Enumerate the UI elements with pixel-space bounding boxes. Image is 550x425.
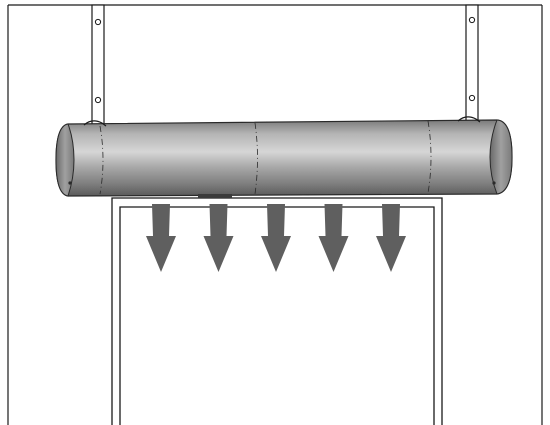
bracket-hole-bottom	[468, 94, 476, 102]
mounting-bracket-left	[91, 4, 105, 127]
unit-left-cap	[55, 123, 75, 197]
airflow-arrow-icon	[376, 204, 406, 272]
bracket-hole-top	[468, 16, 476, 24]
air-curtain-unit-icon	[55, 116, 513, 198]
airflow-arrow-icon	[146, 204, 176, 272]
unit-screw-right	[492, 181, 496, 185]
unit-seam-right	[427, 120, 432, 194]
airflow-arrow-icon	[261, 204, 291, 272]
mounting-bracket-right	[465, 4, 479, 127]
door-frame-outer	[111, 197, 443, 425]
unit-body	[55, 119, 513, 197]
unit-seam-center	[254, 122, 258, 195]
mounting-bracket-icon	[465, 4, 479, 127]
unit-clamp-left	[83, 120, 107, 127]
unit-clamp-right	[457, 116, 481, 123]
bracket-hole-top	[94, 18, 102, 26]
unit-right-cap	[489, 119, 513, 195]
unit-seam-left	[99, 125, 104, 195]
airflow-arrows	[146, 204, 406, 272]
bracket-hole-bottom	[94, 96, 102, 104]
unit-screw-left	[68, 181, 72, 185]
unit-outlet-slot	[198, 194, 232, 198]
airflow-arrow-icon	[203, 204, 234, 272]
airflow-arrow-icon	[318, 204, 349, 272]
